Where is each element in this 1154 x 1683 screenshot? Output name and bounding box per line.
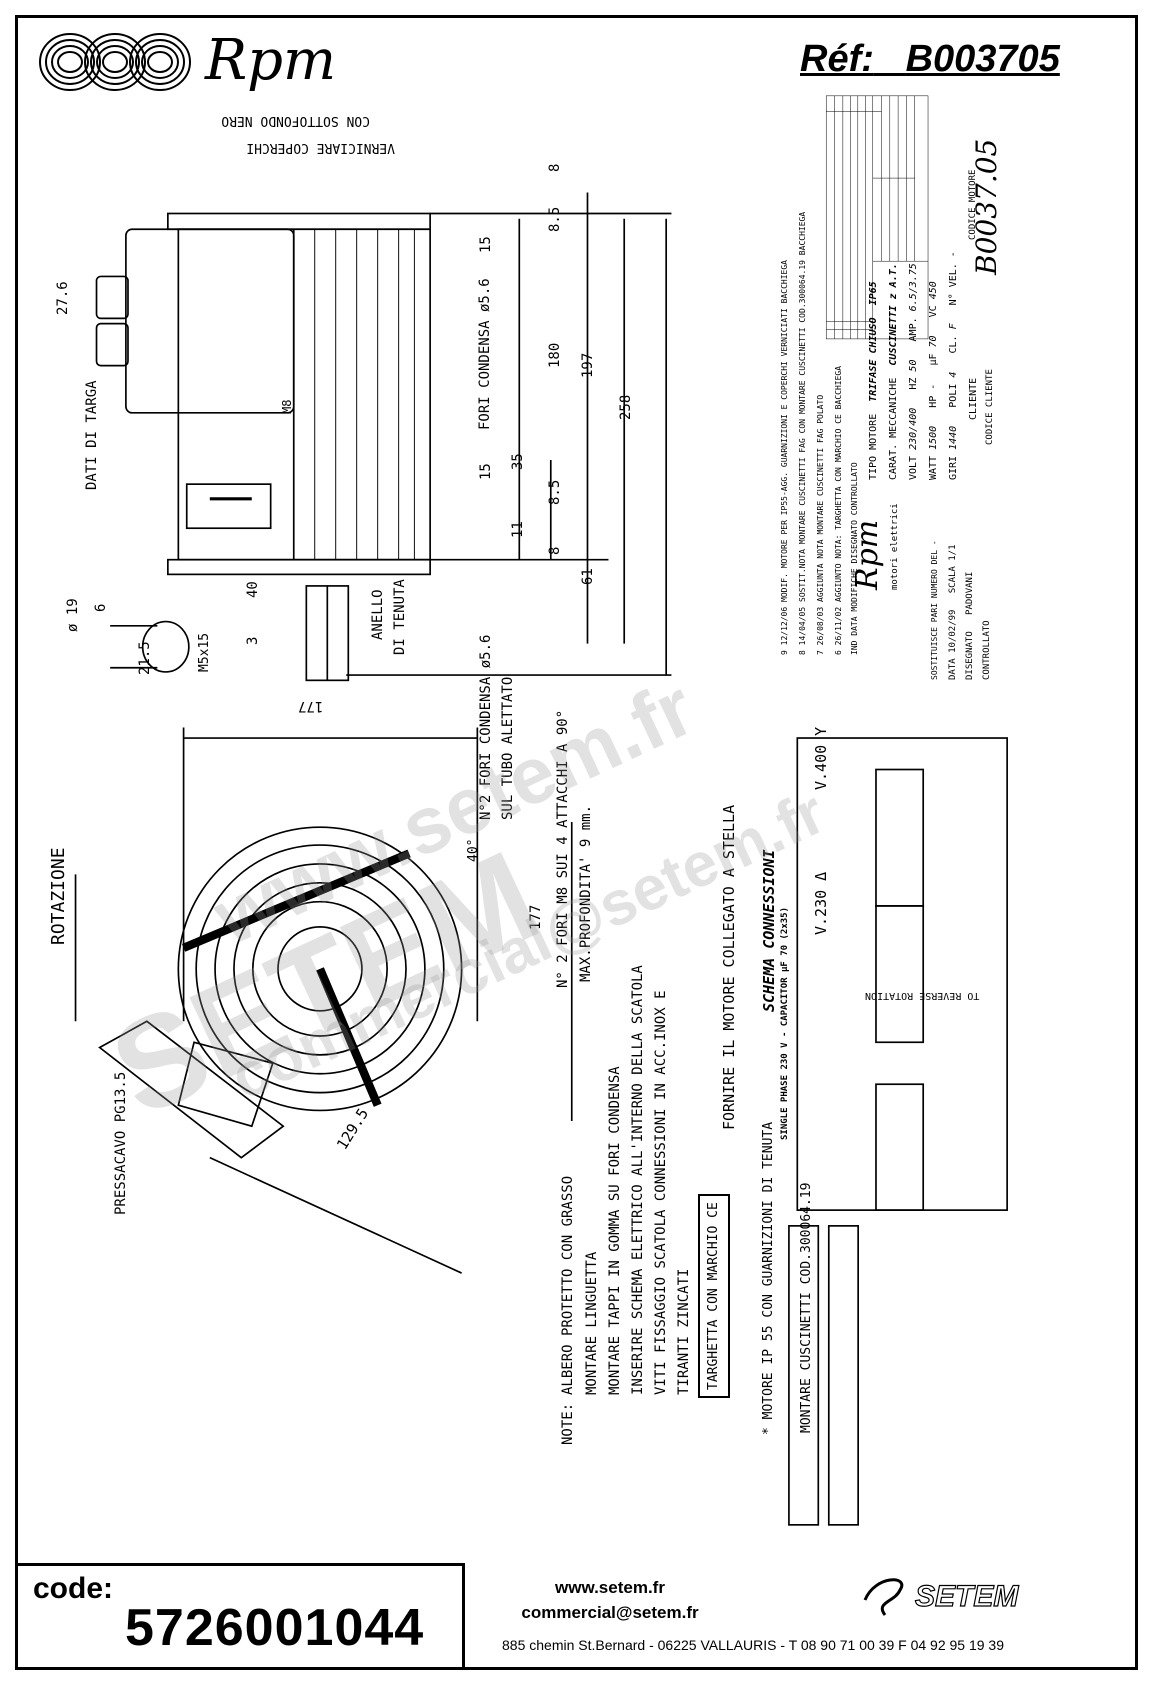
paint-note-2: CON SOTTOFONDO NERO bbox=[221, 113, 370, 128]
dim-label: 15 bbox=[478, 463, 494, 480]
dim-label: 40° bbox=[466, 838, 481, 862]
nameplate bbox=[185, 483, 272, 530]
note-line: ALBERO PROTETTO CON GRASSO bbox=[560, 1175, 576, 1395]
ce-box: TARGHETTA CON MARCHIO CE bbox=[698, 1194, 730, 1398]
dim-label: 61 bbox=[580, 568, 596, 585]
codice-cliente-label: CODICE CLIENTE bbox=[985, 369, 995, 445]
note-line: MONTARE LINGUETTA bbox=[584, 1251, 600, 1395]
company-address: 885 chemin St.Bernard - 06225 VALLAURIS … bbox=[502, 1637, 1004, 1653]
dim-label: M8 bbox=[280, 399, 294, 414]
n2-fori-label-1: N°2 FORI CONDENSA ø5.6 bbox=[478, 634, 494, 820]
setem-logo: SETEM bbox=[863, 1578, 1020, 1616]
n2-m8-label-2: MAX.PROFONDITA' 9 mm. bbox=[578, 804, 594, 982]
reference-number: Réf: B003705 bbox=[800, 38, 1060, 81]
fori-condensa-label: FORI CONDENSA ø5.6 bbox=[477, 278, 493, 430]
dim-label: 35 bbox=[510, 453, 526, 470]
dim-label: 180 bbox=[547, 342, 563, 368]
note-line: VITI FISSAGGIO SCATOLA CONNESSIONI IN AC… bbox=[653, 990, 669, 1395]
v400-label: V.400 Y bbox=[812, 726, 830, 790]
motor-body-side bbox=[177, 228, 431, 561]
dim-label: 177 bbox=[298, 698, 324, 714]
dim-label: 8.5 bbox=[547, 206, 563, 232]
rpm-sub: motori elettrici bbox=[890, 503, 900, 590]
motor-technical-drawing bbox=[74, 192, 1008, 1526]
paint-note-1: VERNICIARE COPERCHI bbox=[246, 140, 395, 155]
product-code: 5726001044 bbox=[125, 1599, 425, 1657]
v230-label: V.230 Δ bbox=[812, 871, 830, 935]
dim-label: 15 bbox=[478, 236, 494, 253]
brand-logo-text: Rpm bbox=[205, 28, 337, 93]
scheme-title: SCHEMA CONNESSIONI bbox=[760, 849, 778, 1012]
n2-fori-label-2: SUL TUBO ALETTATO bbox=[500, 676, 516, 820]
dim-label: 8 bbox=[547, 163, 563, 172]
rev-row: 9 12/12/06 MODIF. MOTORE PER IP55-AGG. G… bbox=[780, 259, 789, 655]
note-line: TIRANTI ZINCATI bbox=[676, 1268, 692, 1395]
cliente-label: CLIENTE bbox=[968, 377, 979, 420]
note-line: INSERIRE SCHEMA ELETTRICO ALL'INTERNO DE… bbox=[630, 965, 646, 1395]
drawing-sheet bbox=[15, 15, 1138, 1670]
svg-text:SETEM: SETEM bbox=[915, 1580, 1019, 1613]
note-line: MONTARE TAPPI IN GOMMA SU FORI CONDENSA bbox=[607, 1066, 623, 1395]
code-label: code: bbox=[33, 1572, 114, 1605]
stella-label: FORNIRE IL MOTORE COLLEGATO A STELLA bbox=[720, 804, 738, 1130]
bearings-box: MONTARE CUSCINETTI COD.300064.19 bbox=[799, 1182, 814, 1433]
rotazione-label: ROTAZIONE bbox=[48, 847, 69, 945]
motor-front-view bbox=[177, 826, 463, 1112]
dim-label: 8 bbox=[547, 546, 563, 555]
data-row: DATA 10/02/99 SCALA 1/1 bbox=[948, 544, 958, 680]
carat-mecc: CARAT. MECCANICHE CUSCINETTI z A.T. bbox=[888, 263, 899, 480]
dim-label: 6 bbox=[93, 603, 109, 612]
m5-label: M5x15 bbox=[197, 632, 212, 672]
ip55-box: * MOTORE IP 55 CON GUARNIZIONI DI TENUTA bbox=[761, 1121, 776, 1435]
rpm-coil-logo bbox=[39, 33, 191, 91]
email-link[interactable]: commercial@setem.fr bbox=[521, 1603, 699, 1622]
dim-label: 177 bbox=[528, 904, 544, 930]
reference-value: B003705 bbox=[905, 38, 1060, 80]
website-link[interactable]: www.setem.fr bbox=[555, 1578, 665, 1597]
dim-label: 11 bbox=[510, 521, 526, 538]
dim-label: 27.6 bbox=[55, 281, 71, 315]
rpm-brand-block: Rpm bbox=[850, 519, 885, 590]
dim-label: 197 bbox=[580, 352, 596, 378]
anello-label-2: DI TENUTA bbox=[392, 579, 408, 655]
dim-label: 3 bbox=[245, 636, 261, 645]
codice-motore: B0037.05 bbox=[970, 138, 1003, 275]
anello-label-1: ANELLO bbox=[370, 589, 386, 640]
dim-label: 8.5 bbox=[547, 479, 563, 505]
rev-row: 8 14/04/05 SOSTIT.NOTA MONTARE CUSCINETT… bbox=[798, 211, 807, 655]
sostituisce-row: SOSTITUISCE PARI NUMERO DEL - bbox=[930, 540, 939, 680]
title-block bbox=[825, 95, 929, 340]
watt-row: WATT 1500 HP - µF 70 VC 450 bbox=[928, 281, 939, 480]
dim-label: 40 bbox=[245, 581, 261, 598]
dim-label: 21.5 bbox=[137, 641, 153, 675]
giri-row: GIRI 1440 POLI 4 CL. F N° VEL. - bbox=[948, 251, 959, 480]
dati-targa-label: DATI DI TARGA bbox=[84, 380, 100, 490]
disegnato-row: DISEGNATO PADOVANI bbox=[965, 571, 975, 680]
n2-m8-label-1: N° 2 FORI M8 SUI 4 ATTACCHI A 90° bbox=[555, 709, 571, 988]
terminal-box bbox=[125, 228, 295, 414]
dim-label: 258 bbox=[618, 394, 634, 420]
code-box bbox=[15, 1563, 465, 1670]
dim-label: ø 19 bbox=[65, 598, 81, 632]
rev-row: 7 26/08/03 AGGIUNTA NOTA MONTARE CUSCINE… bbox=[816, 394, 825, 655]
single-phase-label: SINGLE PHASE 230 V - CAPACITOR µF 70 (2x… bbox=[780, 907, 790, 1140]
rev-row: 6 26/11/02 AGGIUNTO NOTA: TARGHETTA CON … bbox=[834, 365, 843, 655]
volt-row: VOLT 230/400 HZ 50 AMP. 6.5/3.75 bbox=[908, 263, 919, 480]
pressacavo-label: PRESSACAVO PG13.5 bbox=[113, 1071, 129, 1215]
reverse-label: TO REVERSE ROTATION bbox=[865, 990, 980, 1001]
tipo-motore: TIPO MOTORE TRIFASE CHIUSO IP65 bbox=[868, 281, 879, 480]
reference-label: Réf: bbox=[800, 38, 874, 80]
notes-title: NOTE: bbox=[560, 1402, 576, 1445]
controllato-row: CONTROLLATO bbox=[982, 620, 992, 680]
